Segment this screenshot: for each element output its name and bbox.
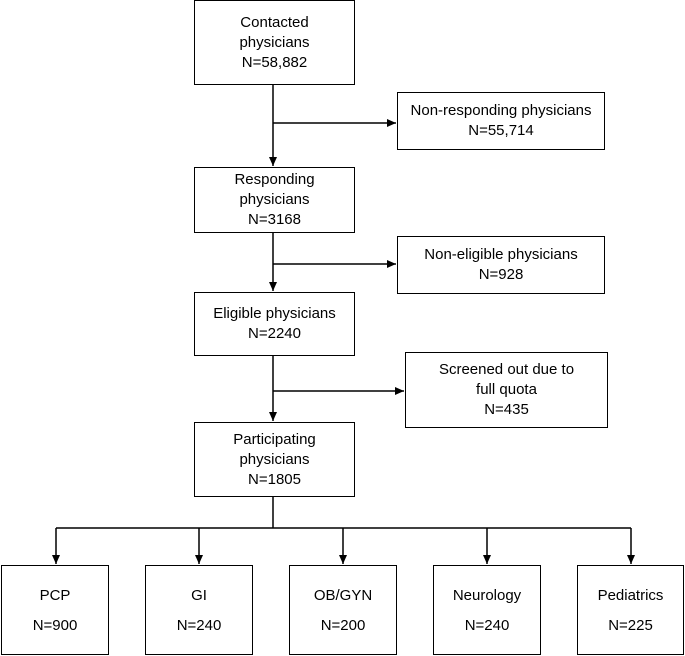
specialty-name: PCP xyxy=(39,587,71,604)
box-specialty-pediatrics: Pediatrics N=225 xyxy=(577,565,684,655)
box-line: Non-eligible physicians xyxy=(424,246,578,263)
box-line: Responding xyxy=(234,171,315,188)
box-count: N=928 xyxy=(478,266,524,283)
box-non-eligible: Non-eligible physicians N=928 xyxy=(397,236,605,294)
box-count: N=435 xyxy=(484,401,529,418)
box-line: full quota xyxy=(476,381,537,398)
box-line: Contacted xyxy=(240,13,309,31)
box-line: physicians xyxy=(239,33,310,51)
box-specialty-pcp: PCP N=900 xyxy=(1,565,109,655)
box-line: physicians xyxy=(239,191,310,208)
box-count: N=1805 xyxy=(248,470,301,488)
box-line: Eligible physicians xyxy=(213,305,336,322)
box-eligible: Eligible physicians N=2240 xyxy=(194,292,355,356)
box-responding: Responding physicians N=3168 xyxy=(194,167,355,233)
specialty-name: Neurology xyxy=(452,587,522,604)
box-count: N=55,714 xyxy=(468,122,534,139)
box-specialty-neurology: Neurology N=240 xyxy=(433,565,541,655)
box-count: N=58,882 xyxy=(241,53,308,71)
box-contacted: Contacted physicians N=58,882 xyxy=(194,0,355,85)
box-specialty-gi: GI N=240 xyxy=(145,565,253,655)
box-participating: Participating physicians N=1805 xyxy=(194,422,355,497)
box-line: Participating xyxy=(233,430,316,448)
box-screened-out: Screened out due to full quota N=435 xyxy=(405,352,608,428)
specialty-count: N=240 xyxy=(176,617,222,634)
box-count: N=3168 xyxy=(248,211,301,228)
box-non-responding: Non-responding physicians N=55,714 xyxy=(397,92,605,150)
specialty-name: Pediatrics xyxy=(597,587,664,604)
specialty-count: N=225 xyxy=(608,617,653,634)
box-count: N=2240 xyxy=(248,325,301,342)
box-line: physicians xyxy=(239,450,310,468)
specialty-count: N=200 xyxy=(320,617,366,634)
specialty-name: GI xyxy=(191,587,207,604)
box-line: Non-responding physicians xyxy=(410,102,592,119)
box-specialty-obgyn: OB/GYN N=200 xyxy=(289,565,397,655)
specialty-name: OB/GYN xyxy=(313,587,373,604)
box-line: Screened out due to xyxy=(438,361,575,378)
specialty-count: N=900 xyxy=(32,617,78,634)
specialty-count: N=240 xyxy=(464,617,510,634)
